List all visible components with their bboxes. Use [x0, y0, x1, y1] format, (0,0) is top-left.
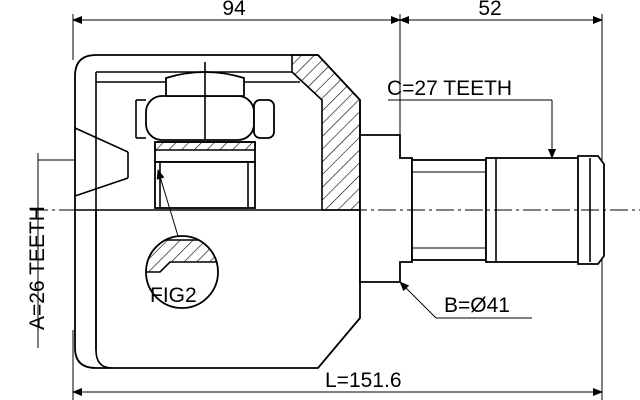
inner-spline-hub: [154, 141, 256, 209]
fig2-label: FIG2: [150, 284, 197, 307]
fig2-detail: [145, 169, 219, 309]
tripod-roller: [135, 62, 275, 141]
total-length-label: L=151.6: [325, 369, 402, 392]
stub-shaft: [359, 134, 605, 283]
dim-94-label: 94: [222, 0, 246, 20]
bottom-dimension-line: [72, 255, 603, 400]
seal-diameter-label: B=Ø41: [444, 294, 510, 317]
outer-spline-leader: [388, 99, 556, 159]
top-dimension-lines: [72, 14, 603, 160]
housing-body: [74, 54, 361, 369]
outer-spline-label: C=27 TEETH: [387, 77, 512, 100]
dim-52-label: 52: [478, 0, 501, 20]
seal-diameter-leader: [399, 281, 532, 319]
inner-spline-label: A=26 TEETH: [26, 206, 49, 330]
